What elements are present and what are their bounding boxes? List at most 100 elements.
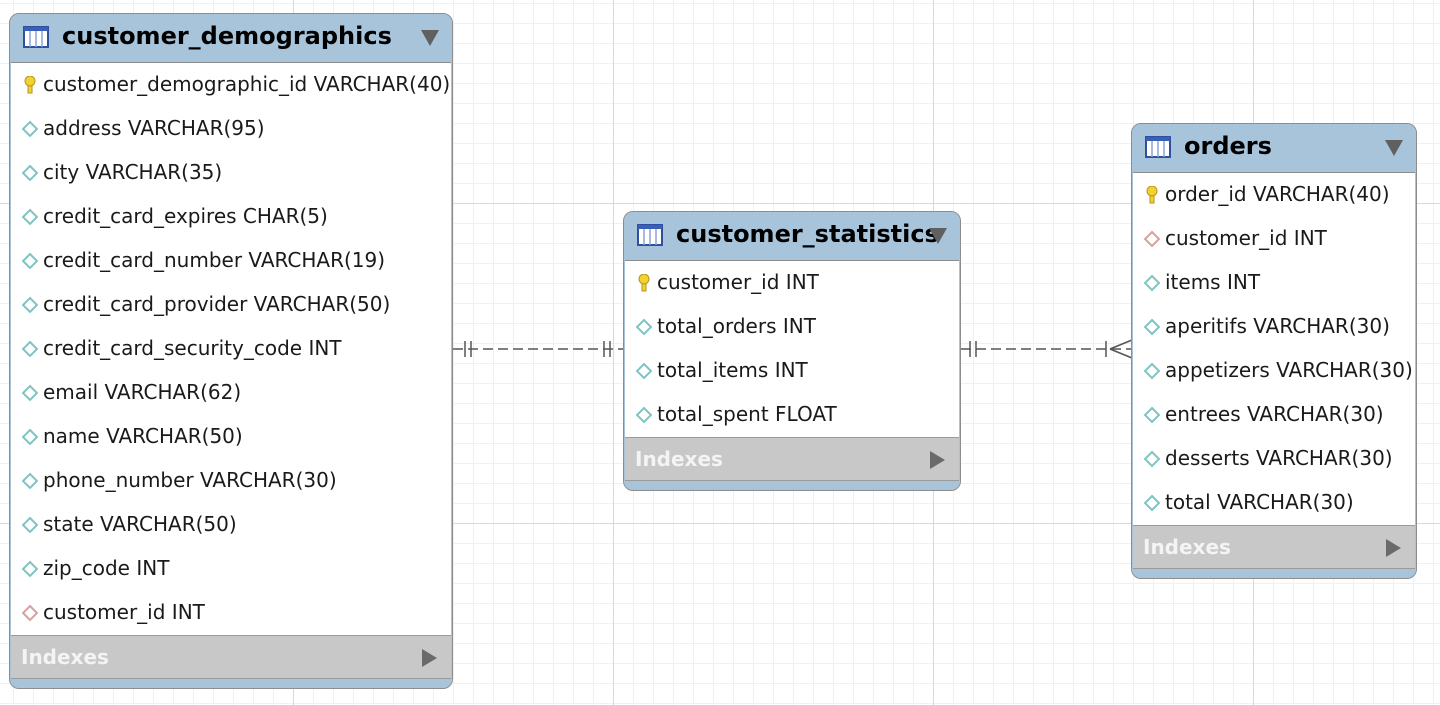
column-row[interactable]: total_items INT (625, 349, 959, 393)
column-row[interactable]: email VARCHAR(62) (11, 371, 451, 415)
indexes-label: Indexes (21, 645, 109, 669)
column-row[interactable]: order_id VARCHAR(40) (1133, 173, 1415, 217)
table-icon (637, 224, 663, 246)
column-diamond-icon (22, 428, 38, 446)
column-row[interactable]: customer_demographic_id VARCHAR(40) (11, 63, 451, 107)
column-row[interactable]: credit_card_number VARCHAR(19) (11, 239, 451, 283)
column-definition: total_items INT (657, 358, 808, 382)
column-diamond-icon (1144, 450, 1160, 468)
column-list: order_id VARCHAR(40) customer_id INT items… (1133, 172, 1415, 525)
column-row[interactable]: aperitifs VARCHAR(30) (1133, 305, 1415, 349)
column-row[interactable]: total VARCHAR(30) (1133, 481, 1415, 525)
column-definition: zip_code INT (43, 556, 170, 580)
table-icon (23, 26, 49, 48)
column-row[interactable]: zip_code INT (11, 547, 451, 591)
column-definition: customer_demographic_id VARCHAR(40) (43, 72, 451, 96)
column-definition: total_spent FLOAT (657, 402, 837, 426)
column-diamond-icon (22, 384, 38, 402)
column-row[interactable]: phone_number VARCHAR(30) (11, 459, 451, 503)
foreign-key-diamond-icon (22, 604, 38, 622)
column-row[interactable]: state VARCHAR(50) (11, 503, 451, 547)
table-footer (1132, 569, 1416, 578)
column-diamond-icon (1144, 318, 1160, 336)
column-definition: desserts VARCHAR(30) (1165, 446, 1393, 470)
column-definition: total_orders INT (657, 314, 816, 338)
primary-key-icon (638, 274, 650, 292)
primary-key-icon (24, 76, 36, 94)
collapse-toggle-icon[interactable] (929, 228, 947, 244)
indexes-label: Indexes (635, 447, 723, 471)
column-diamond-icon (22, 120, 38, 138)
column-definition: total VARCHAR(30) (1165, 490, 1354, 514)
indexes-section[interactable]: Indexes (625, 437, 959, 481)
column-definition: credit_card_provider VARCHAR(50) (43, 292, 391, 316)
column-row[interactable]: credit_card_provider VARCHAR(50) (11, 283, 451, 327)
collapse-toggle-icon[interactable] (1385, 140, 1403, 156)
table-title: customer_statistics (676, 220, 939, 248)
table-header[interactable]: customer_demographics (10, 14, 452, 62)
table-customer-demographics[interactable]: customer_demographics customer_demograph… (9, 13, 453, 689)
table-customer-statistics[interactable]: customer_statistics customer_id INT total… (623, 211, 961, 491)
column-diamond-icon (22, 296, 38, 314)
relationship-demographics-statistics[interactable] (453, 341, 624, 357)
column-definition: entrees VARCHAR(30) (1165, 402, 1384, 426)
column-diamond-icon (636, 318, 652, 336)
column-definition: appetizers VARCHAR(30) (1165, 358, 1413, 382)
column-row[interactable]: desserts VARCHAR(30) (1133, 437, 1415, 481)
relationship-statistics-orders[interactable] (961, 339, 1133, 359)
column-definition: city VARCHAR(35) (43, 160, 223, 184)
column-list: customer_demographic_id VARCHAR(40) addre… (11, 62, 451, 635)
column-diamond-icon (22, 516, 38, 534)
indexes-label: Indexes (1143, 535, 1231, 559)
column-definition: name VARCHAR(50) (43, 424, 243, 448)
column-row[interactable]: entrees VARCHAR(30) (1133, 393, 1415, 437)
column-diamond-icon (1144, 362, 1160, 380)
column-row[interactable]: credit_card_expires CHAR(5) (11, 195, 451, 239)
column-row[interactable]: total_orders INT (625, 305, 959, 349)
column-definition: credit_card_security_code INT (43, 336, 342, 360)
table-title: customer_demographics (62, 22, 392, 50)
column-row[interactable]: total_spent FLOAT (625, 393, 959, 437)
column-definition: order_id VARCHAR(40) (1165, 182, 1390, 206)
column-diamond-icon (22, 340, 38, 358)
table-title: orders (1184, 132, 1272, 160)
column-diamond-icon (22, 164, 38, 182)
column-row[interactable]: city VARCHAR(35) (11, 151, 451, 195)
column-diamond-icon (22, 252, 38, 270)
collapse-toggle-icon[interactable] (421, 30, 439, 46)
expand-arrow-icon[interactable] (1386, 539, 1401, 557)
column-list: customer_id INT total_orders INT total_ite… (625, 260, 959, 437)
column-definition: phone_number VARCHAR(30) (43, 468, 337, 492)
column-definition: credit_card_expires CHAR(5) (43, 204, 328, 228)
column-definition: credit_card_number VARCHAR(19) (43, 248, 386, 272)
column-row[interactable]: credit_card_security_code INT (11, 327, 451, 371)
column-definition: items INT (1165, 270, 1261, 294)
table-header[interactable]: orders (1132, 124, 1416, 172)
column-definition: aperitifs VARCHAR(30) (1165, 314, 1390, 338)
column-row[interactable]: appetizers VARCHAR(30) (1133, 349, 1415, 393)
column-diamond-icon (22, 560, 38, 578)
column-row[interactable]: customer_id INT (11, 591, 451, 635)
column-row[interactable]: name VARCHAR(50) (11, 415, 451, 459)
column-diamond-icon (22, 472, 38, 490)
table-icon (1145, 136, 1171, 158)
column-row[interactable]: address VARCHAR(95) (11, 107, 451, 151)
expand-arrow-icon[interactable] (930, 451, 945, 469)
column-definition: state VARCHAR(50) (43, 512, 237, 536)
column-row[interactable]: customer_id INT (625, 261, 959, 305)
column-diamond-icon (1144, 494, 1160, 512)
column-diamond-icon (1144, 406, 1160, 424)
column-row[interactable]: items INT (1133, 261, 1415, 305)
indexes-section[interactable]: Indexes (11, 635, 451, 679)
table-footer (624, 481, 960, 490)
indexes-section[interactable]: Indexes (1133, 525, 1415, 569)
column-definition: customer_id INT (657, 270, 819, 294)
primary-key-icon (1146, 186, 1158, 204)
table-footer (10, 679, 452, 688)
expand-arrow-icon[interactable] (422, 649, 437, 667)
table-orders[interactable]: orders order_id VARCHAR(40) customer_id I… (1131, 123, 1417, 579)
table-header[interactable]: customer_statistics (624, 212, 960, 260)
column-diamond-icon (636, 362, 652, 380)
column-row[interactable]: customer_id INT (1133, 217, 1415, 261)
